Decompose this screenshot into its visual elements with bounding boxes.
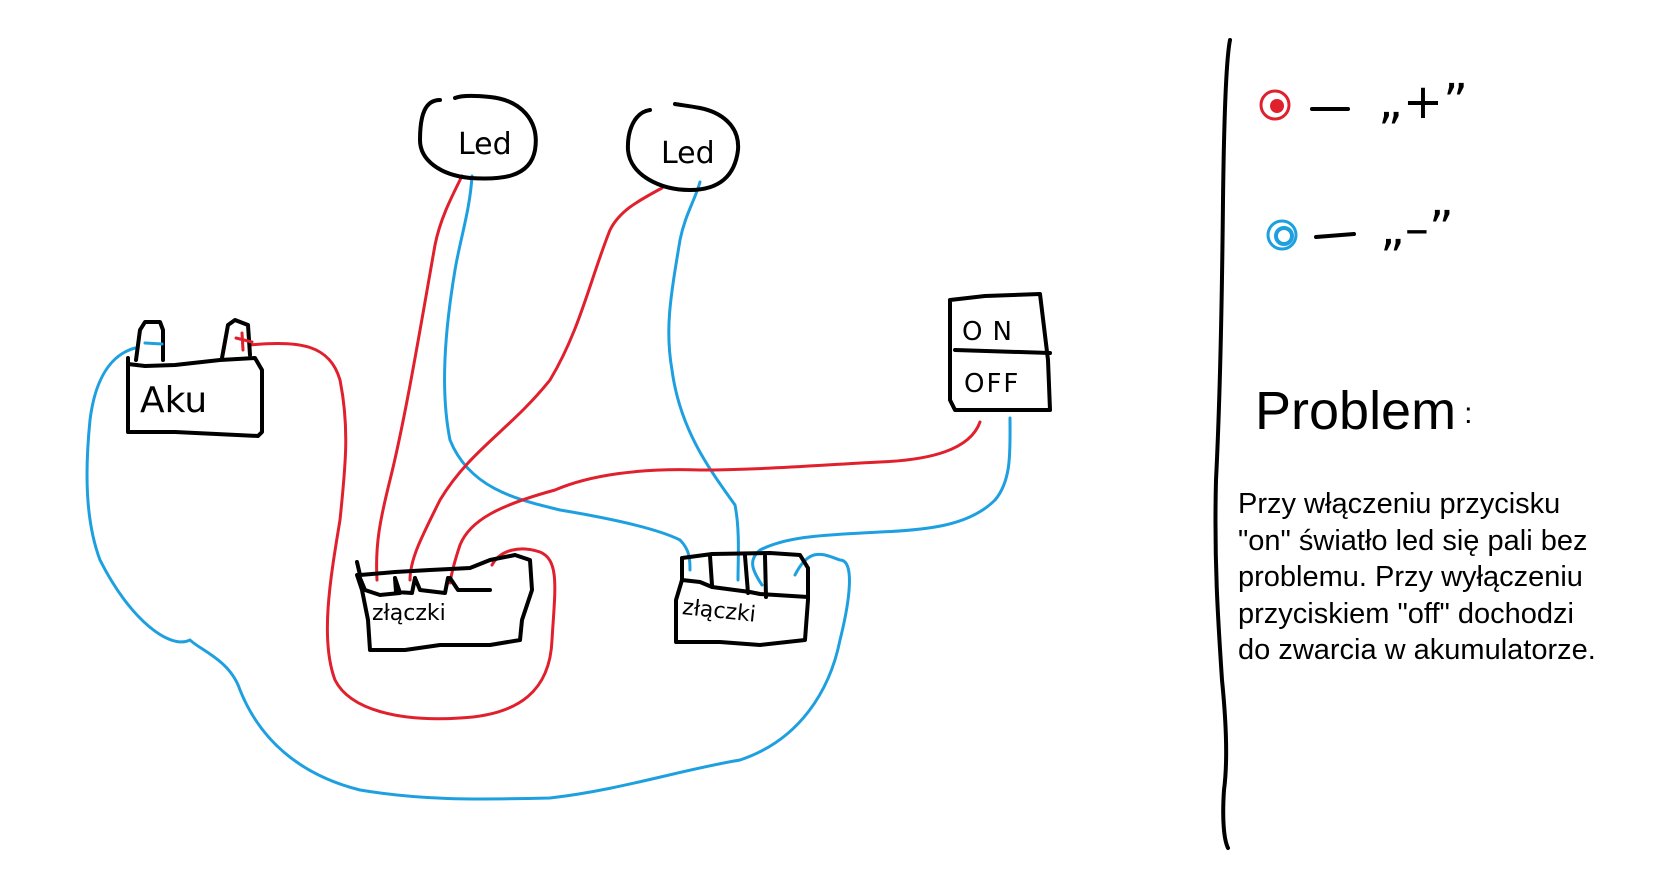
led-2-label: Led	[661, 136, 715, 171]
blue-dot-icon	[1266, 219, 1298, 251]
switch-on-label: ON	[962, 317, 1022, 347]
led-2: Led	[625, 102, 741, 192]
wires	[85, 174, 1012, 801]
battery-label: Aku	[140, 380, 207, 421]
legend: „+” „–”	[1259, 74, 1468, 257]
red-dot-icon	[1259, 89, 1291, 121]
connector-2: złączki	[674, 551, 810, 647]
problem-line: przyciskiem "off" dochodzi	[1238, 597, 1574, 630]
wire-led1-negative	[443, 174, 692, 572]
wire-switch-positive	[448, 420, 982, 585]
legend-negative-meaning: „–”	[1380, 201, 1454, 257]
wire-led2-positive	[408, 186, 664, 582]
on-off-switch: ON OFF	[948, 292, 1052, 412]
problem-colon: :	[1464, 397, 1473, 430]
problem-title: Problem	[1255, 381, 1457, 441]
legend-positive-meaning: „+”	[1378, 74, 1468, 130]
problem-line: Przy włączeniu przycisku	[1238, 488, 1561, 520]
connector-1: złączki	[355, 553, 534, 652]
legend-item-negative: „–”	[1266, 201, 1454, 257]
battery-positive-mark	[234, 331, 254, 352]
led-1-label: Led	[458, 127, 512, 162]
connector-1-label: złączki	[372, 601, 446, 626]
problem-line: problemu. Przy wyłączeniu	[1238, 561, 1583, 593]
problem-line: do zwarcia w akumulatorze.	[1238, 634, 1596, 666]
problem-heading: Problem:	[1255, 384, 1472, 438]
switch-off-label: OFF	[964, 369, 1020, 399]
led-1: Led	[418, 93, 538, 181]
battery: Aku	[126, 318, 264, 438]
wire-switch-negative	[751, 416, 1012, 587]
wire-led2-negative	[667, 180, 740, 582]
divider-line	[1213, 38, 1232, 850]
wire-battery-negative	[85, 346, 851, 801]
legend-item-positive: „+”	[1259, 74, 1468, 130]
battery-negative-mark	[143, 341, 164, 346]
problem-description: Przy włączeniu przycisku "on" światło le…	[1238, 486, 1668, 669]
wire-battery-positive	[248, 341, 557, 721]
connector-2-label: złączki	[681, 595, 757, 628]
wire-led1-positive	[375, 174, 464, 582]
problem-line: "on" światło led się pali bez	[1238, 524, 1588, 557]
